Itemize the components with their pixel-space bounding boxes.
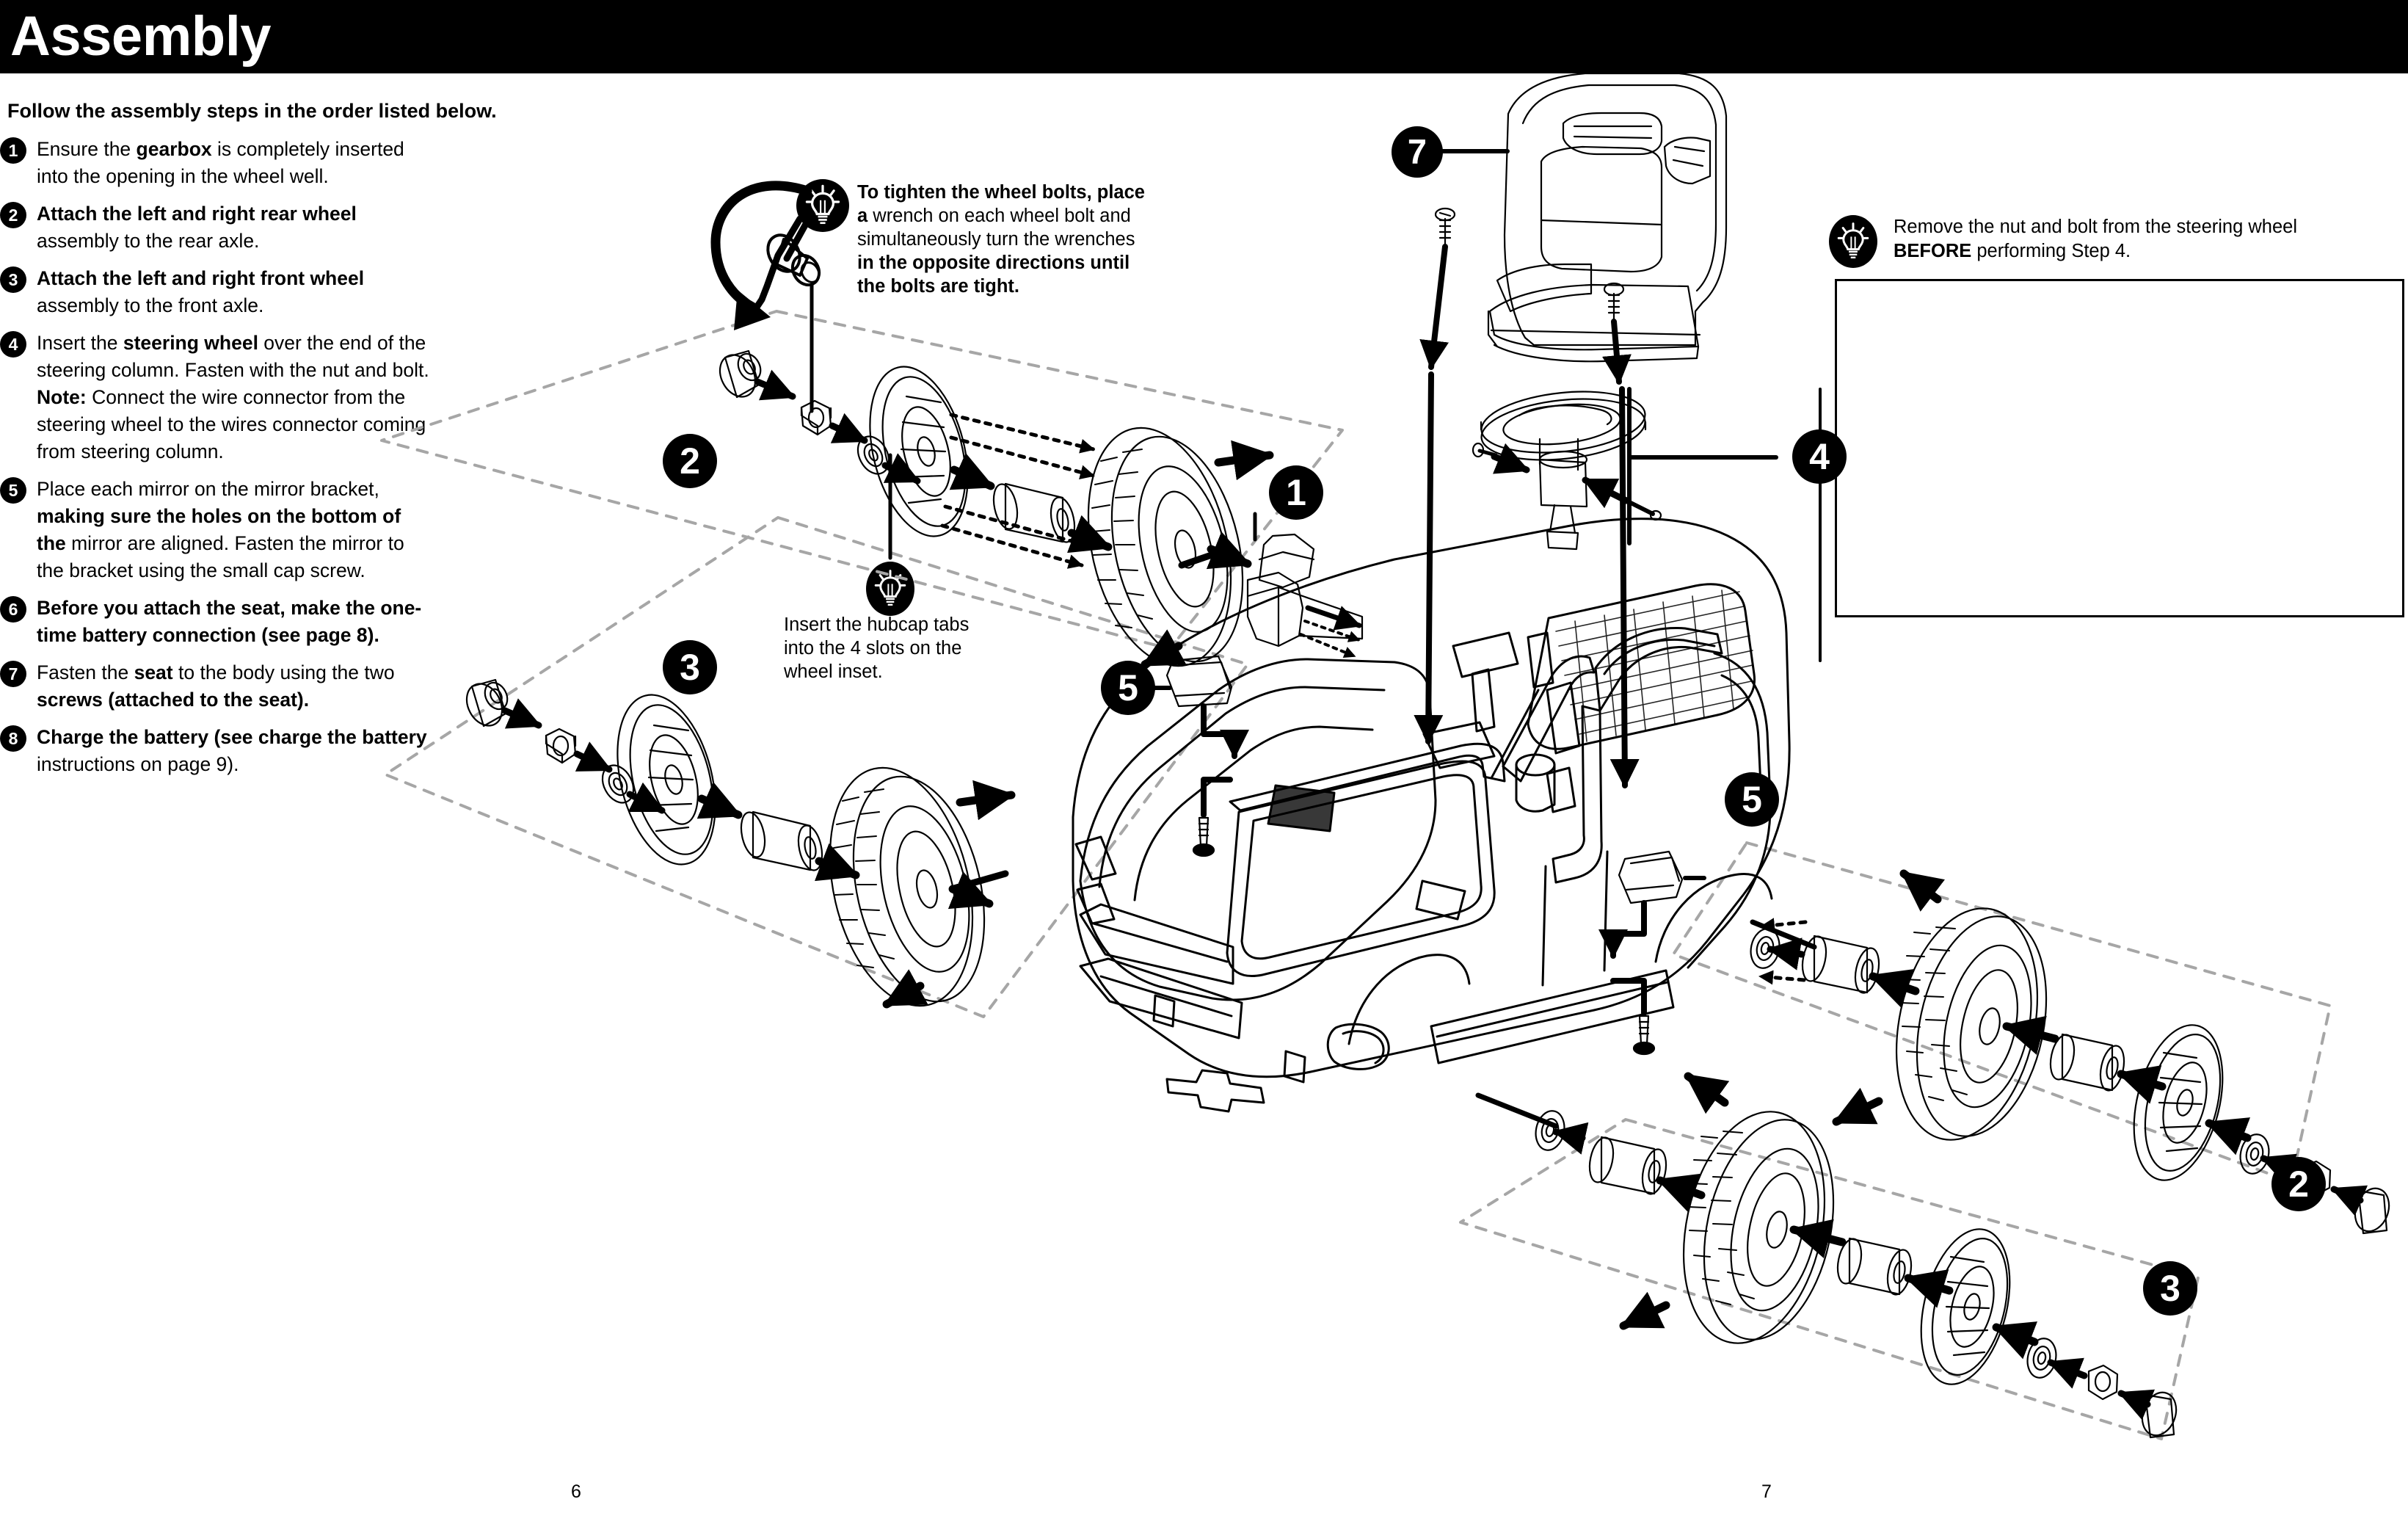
art-step-badge-1: 1: [1269, 465, 1323, 520]
step-number-badge: 4: [0, 331, 26, 358]
page-number-right: 7: [1761, 1481, 1772, 1502]
assembly-step: 8 Charge the battery (see charge the batt…: [0, 724, 470, 778]
art-step-badge-3: 3: [2143, 1261, 2197, 1316]
assembly-step: 5 Place each mirror on the mirror bracket…: [0, 476, 470, 584]
washer: [2026, 1338, 2057, 1379]
hex-nut: [800, 399, 832, 436]
assembly-step-list: 1 Ensure the gearbox is completely insert…: [0, 136, 470, 788]
lightbulb-icon: [866, 562, 914, 616]
bushing-spacer: [1836, 1237, 1913, 1296]
axle-left-rear: [1178, 545, 1232, 569]
bushing-spacer: [1588, 1136, 1667, 1195]
wheel-cap: [2141, 1391, 2178, 1439]
step-number-badge: 6: [0, 596, 26, 623]
step-instruction-text: Fasten the seat to the body using the tw…: [37, 661, 395, 711]
art-step-badge-7: 7: [1392, 126, 1443, 178]
step-number-badge: 5: [0, 477, 26, 504]
exploded-wheel-front-left: [465, 678, 1016, 1009]
group-outline-front-left: [384, 516, 1249, 1018]
washer: [856, 435, 890, 475]
wheel-cap: [719, 349, 762, 399]
mirror-cap-screw-right: [1632, 1015, 1656, 1056]
bushing-spacer: [992, 482, 1076, 543]
hex-nut: [545, 728, 577, 764]
step-instruction-text: Before you attach the seat, make the one…: [37, 597, 422, 646]
hubcap-disc: [616, 694, 716, 866]
assembly-step: 6 Before you attach the seat, make the on…: [0, 595, 470, 649]
step-instruction-text: Attach the left and right rear wheel ass…: [37, 203, 357, 252]
step-number-badge: 2: [0, 202, 26, 228]
step-instruction-text: Charge the battery (see charge the batte…: [37, 726, 427, 775]
step-instruction-text: Place each mirror on the mirror bracket,…: [37, 478, 404, 581]
art-step-badge-2: 2: [663, 434, 717, 488]
tire-wheel: [1087, 427, 1252, 667]
hex-nut: [2087, 1364, 2119, 1401]
callout-hubcap-text: Insert the hubcap tabs into the 4 slots …: [784, 614, 970, 682]
assembly-step: 2 Attach the left and right rear wheel as…: [0, 200, 470, 255]
art-step-badge-3: 3: [663, 640, 717, 694]
tire-wheel: [829, 766, 994, 1007]
steering-wheel-detail-inset: [1835, 279, 2404, 617]
washer: [1535, 1110, 1565, 1151]
lightbulb-icon: [1829, 215, 1877, 268]
step-instruction-text: Insert the steering wheel over the end o…: [37, 332, 429, 462]
exploded-wheel-front-right: [1535, 1072, 2178, 1439]
wheel-cap: [2354, 1187, 2390, 1235]
gearbox-part: [1246, 512, 1364, 658]
mirror-part-left: [1165, 655, 1249, 857]
seat-screw-right: [1603, 282, 1625, 323]
group-outline-rear-right: [1672, 841, 2332, 1183]
mirror-cap-screw-left: [1192, 816, 1215, 857]
group-outline-front-right: [1459, 1118, 2200, 1440]
page-header-bar: [0, 0, 2408, 73]
tire-wheel: [1682, 1111, 1835, 1344]
step-number-badge: 7: [0, 661, 26, 687]
page-title: Assembly: [10, 5, 272, 68]
seat-screw-left: [1434, 207, 1456, 248]
step-instruction-text: Attach the left and right front wheel as…: [37, 267, 365, 316]
axle-left-front: [950, 870, 1009, 892]
art-step-badge-5: 5: [1101, 661, 1155, 715]
callout-steering-nut-text: Remove the nut and bolt from the steerin…: [1894, 217, 2297, 261]
bushing-spacer: [2049, 1033, 2125, 1092]
art-step-badge-5: 5: [1725, 772, 1779, 827]
assembly-step: 4 Insert the steering wheel over the end …: [0, 330, 470, 465]
step-number-badge: 1: [0, 137, 26, 164]
step-instruction-text: Ensure the gearbox is completely inserte…: [37, 138, 404, 187]
washer: [1750, 928, 1780, 969]
hubcap-disc: [869, 366, 969, 537]
callout-wheel-bolts-text: To tighten the wheel bolts, place a wren…: [857, 182, 1145, 297]
bucket-seat-part: [1414, 72, 1728, 788]
hubcap-disc: [2133, 1024, 2224, 1181]
mirror-part-right: [1598, 850, 1684, 1056]
lightbulb-icon: [796, 179, 849, 232]
assembly-step: 3 Attach the left and right front wheel a…: [0, 265, 470, 319]
bushing-spacer: [740, 810, 823, 871]
assembly-step: 7 Fasten the seat to the body using the t…: [0, 659, 470, 714]
assembly-step: 1 Ensure the gearbox is completely insert…: [0, 136, 470, 190]
art-step-badge-2: 2: [2271, 1157, 2326, 1211]
steering-wheel-part: [1472, 391, 1662, 551]
washer: [601, 764, 635, 804]
step-number-badge: 3: [0, 266, 26, 293]
art-step-badge-4: 4: [1792, 429, 1847, 484]
hubcap-disc: [1920, 1228, 2011, 1385]
step-number-badge: 8: [0, 725, 26, 752]
bushing-spacer: [1801, 935, 1880, 994]
intro-text: Follow the assembly steps in the order l…: [7, 100, 497, 122]
group-outline-rear-left: [380, 310, 1344, 650]
washer: [2239, 1133, 2270, 1175]
tire-wheel: [1895, 907, 2048, 1141]
page-number-left: 6: [571, 1481, 581, 1502]
vehicle-body: [1072, 518, 1817, 1129]
chevrolet-bowtie-emblem: [1165, 1069, 1265, 1113]
